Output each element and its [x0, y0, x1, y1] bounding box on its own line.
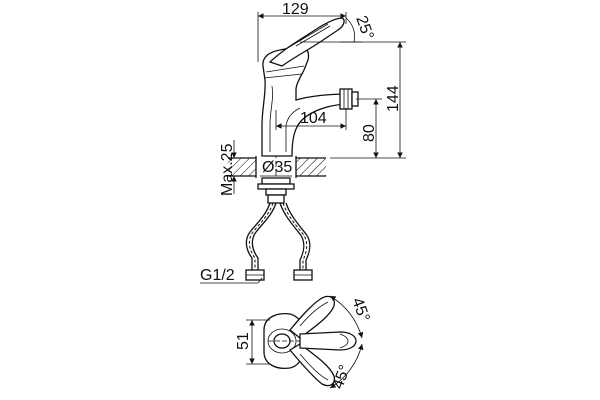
top-view-spout: [299, 331, 357, 351]
body-width-label: 51: [235, 332, 252, 350]
thread-label: G1/2: [200, 267, 235, 284]
lever-angle-label: 25°: [352, 14, 376, 43]
dimension-lower-angle: 45°: [330, 343, 364, 392]
dimension-max-deck: Max.25: [219, 140, 238, 196]
dimension-overall-length: 129: [257, 1, 347, 62]
top-view: 51 45° 45°: [235, 296, 372, 392]
total-height-label: 144: [385, 85, 402, 112]
flexible-hoses: [245, 202, 313, 281]
lower-angle-label: 45°: [330, 363, 354, 392]
max-deck-label: Max.25: [219, 143, 236, 196]
bidet-nozzle: [339, 88, 359, 110]
dimension-total-height: 144: [330, 41, 406, 159]
dimension-spout-reach: 104: [275, 108, 347, 130]
spout-height-label: 80: [361, 124, 378, 142]
hole-diameter-label: Ø35: [262, 159, 292, 176]
dimension-body-width: 51: [235, 319, 270, 365]
upper-angle-label: 45°: [348, 296, 372, 325]
dimension-hole-diameter: Ø35: [260, 159, 292, 177]
overall-length-label: 129: [282, 1, 309, 18]
thread-callout: G1/2: [200, 267, 263, 284]
countertop-section: [228, 152, 326, 200]
spout-reach-label: 104: [300, 110, 327, 127]
dimension-spout-height: 80: [356, 98, 382, 158]
side-view: 129 25° 144 80 104: [200, 1, 406, 284]
mounting-hardware: [257, 177, 295, 204]
